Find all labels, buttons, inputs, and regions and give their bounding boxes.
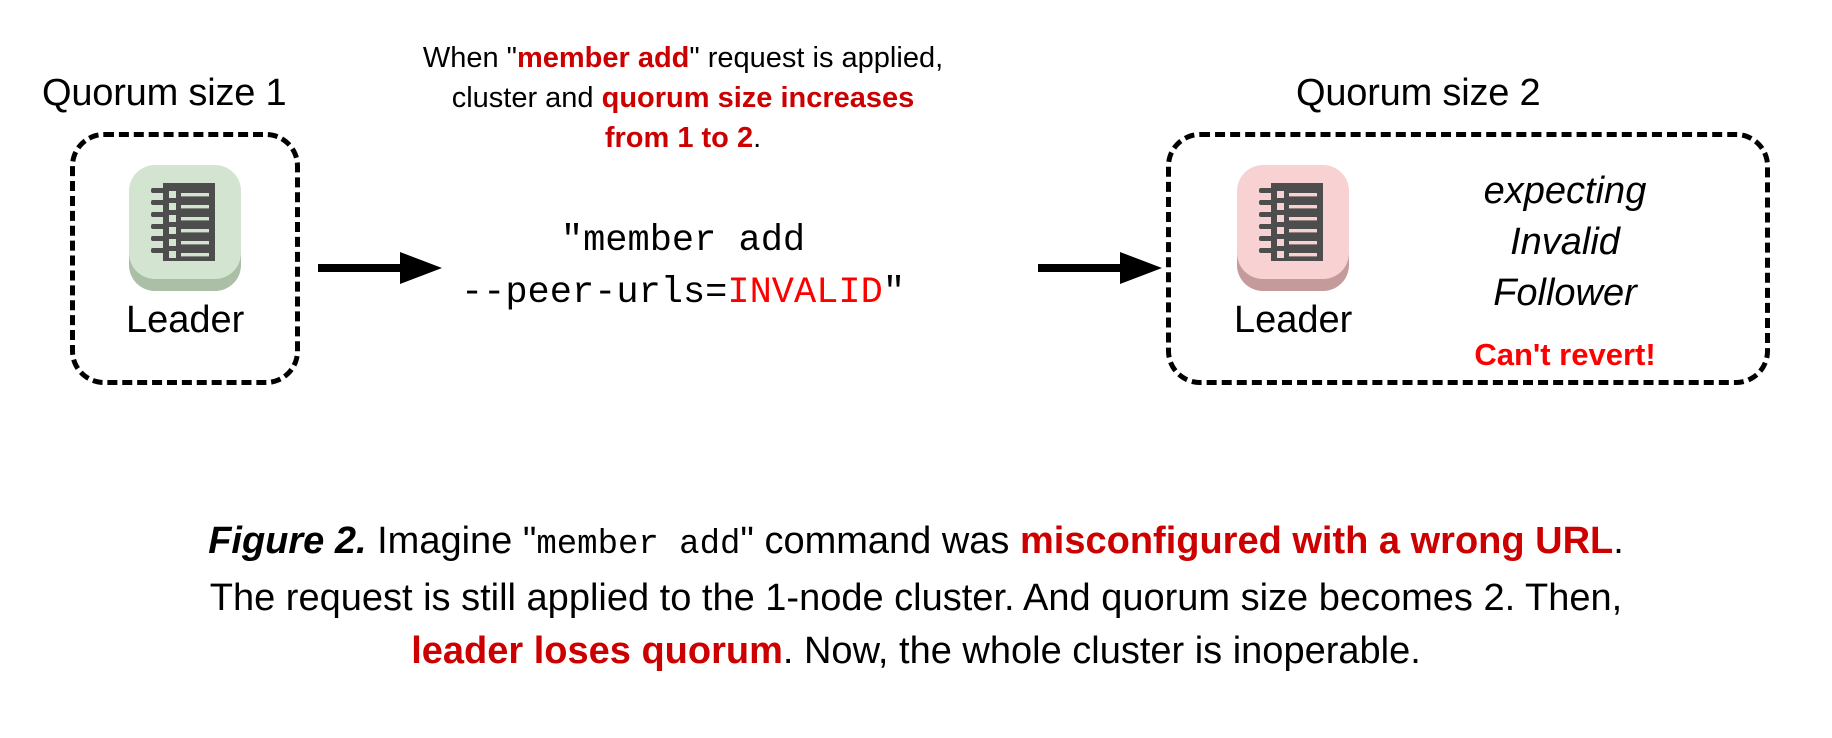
status-line-3: Follower [1493, 272, 1637, 314]
caption-figure-number: Figure 2. [208, 520, 367, 562]
top-annotation: When "member add" request is applied, cl… [378, 38, 988, 158]
cant-revert-warning: Can't revert! [1474, 337, 1656, 372]
right-cluster-label: Quorum size 2 [1296, 72, 1541, 114]
left-cluster-box [70, 132, 300, 385]
notebook-icon [126, 161, 244, 291]
top-annotation-line2: cluster and quorum size increases [378, 78, 988, 118]
right-cluster-box [1166, 132, 1770, 385]
caption-highlight-1: misconfigured with a wrong URL [1020, 520, 1614, 562]
command-text: "member add --peer-urls=INVALID" [443, 215, 923, 319]
arrow-right-icon-right [1038, 248, 1162, 288]
top-annotation-line1: When "member add" request is applied, [378, 38, 988, 78]
note-l2-pre: cluster and [451, 82, 602, 114]
status-line-1: expecting [1483, 170, 1647, 212]
command-invalid-value: INVALID [727, 272, 883, 314]
note-l3-post: . [753, 122, 762, 154]
top-annotation-line3: from 1 to 2. [378, 118, 988, 158]
command-flag: --peer-urls= [460, 272, 728, 314]
arrow-right-icon-left [318, 248, 442, 288]
note-l1-post: " request is applied, [689, 42, 944, 74]
caption-line-3: leader loses quorum. Now, the whole clus… [0, 625, 1832, 678]
caption-seg2: " command was [740, 520, 1020, 562]
command-quote-end: " [882, 272, 906, 314]
caption-line-1: Figure 2. Imagine "member add" command w… [0, 515, 1832, 572]
caption-line-2: The request is still applied to the 1-no… [209, 577, 1623, 619]
right-leader-label: Leader [1234, 299, 1353, 341]
left-cluster-label: Quorum size 1 [42, 72, 287, 114]
note-l1-pre: When " [422, 42, 517, 74]
note-l2-highlight: quorum size increases [601, 82, 915, 114]
command-line-2: --peer-urls=INVALID" [443, 267, 923, 319]
caption-mono-command: member add [536, 526, 741, 564]
status-line-2: Invalid [1510, 221, 1620, 263]
right-leader-node: Leader [1234, 161, 1352, 339]
caption-seg1: Imagine " [366, 520, 537, 562]
left-leader-label: Leader [126, 299, 245, 341]
note-l3-highlight: from 1 to 2 [604, 122, 754, 154]
right-status-block: expecting Invalid Follower Can't revert! [1415, 166, 1715, 373]
note-l1-highlight: member add [516, 42, 690, 74]
caption-highlight-2: leader loses quorum [411, 630, 783, 672]
command-line-1: "member add [560, 220, 806, 262]
figure-caption: Figure 2. Imagine "member add" command w… [0, 515, 1832, 678]
caption-seg5: . Now, the whole cluster is inoperable. [782, 630, 1421, 672]
caption-seg3: . [1613, 520, 1624, 562]
notebook-icon [1234, 161, 1352, 291]
left-leader-node: Leader [126, 161, 244, 339]
